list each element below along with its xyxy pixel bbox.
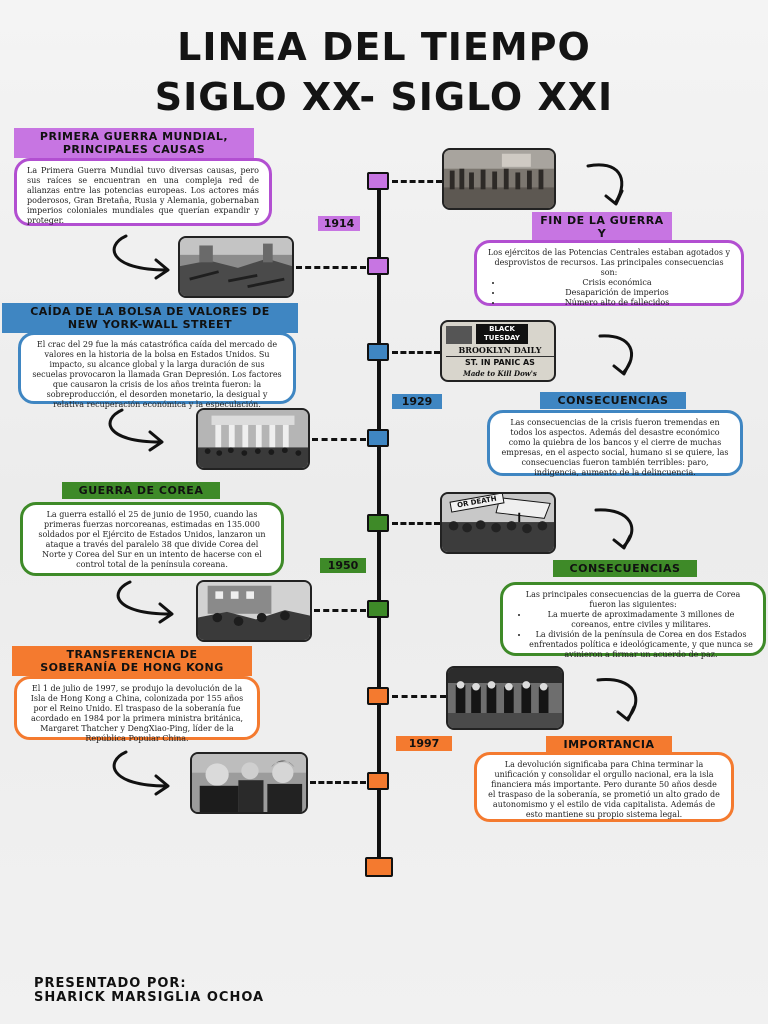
newspaper-rule xyxy=(446,356,554,357)
year-1929-label: 1929 xyxy=(392,394,442,409)
timeline-node-1914-bottom xyxy=(367,257,389,275)
connector-1997-bottom xyxy=(310,781,366,784)
event-1950-korea-text: La guerra estalló el 25 de junio de 1950… xyxy=(38,510,266,569)
arrow-1914-left xyxy=(104,232,174,280)
event-1950-korea-box: La guerra estalló el 25 de junio de 1950… xyxy=(20,502,284,576)
consequence-item: La muerte de aproximadamente 3 millones … xyxy=(529,610,753,630)
connector-1997-top xyxy=(392,695,446,698)
event-1914-causes-text: La Primera Guerra Mundial tuvo diversas … xyxy=(27,166,259,225)
event-1914-causes-title: PRIMERA GUERRA MUNDIAL, PRINCIPALES CAUS… xyxy=(14,128,254,158)
event-1950-consequences-box: Las principales consecuencias de la guer… xyxy=(500,582,766,659)
event-1997-hongkong-box: El 1 de julio de 1997, se produjo la dev… xyxy=(14,676,260,743)
event-1950-consequences-intro: Las principales consecuencias de la guer… xyxy=(525,590,741,609)
arrow-1997-left xyxy=(104,748,174,798)
event-1929-crash-text: El crac del 29 fue la más catastrófica c… xyxy=(32,340,282,409)
event-1997-hongkong-text: El 1 de julio de 1997, se produjo la dev… xyxy=(30,684,244,743)
year-1914-label: 1914 xyxy=(318,216,360,231)
timeline-node-1914-top xyxy=(367,172,389,190)
timeline-node-1950-bottom xyxy=(367,600,389,618)
photo-korean-soldiers xyxy=(196,580,312,642)
event-1997-importance-title: IMPORTANCIA xyxy=(546,736,672,753)
arrow-1950-right xyxy=(592,506,646,554)
connector-1914-top xyxy=(392,180,442,183)
year-1950-label: 1950 xyxy=(320,558,366,573)
timeline-node-1997-bottom xyxy=(367,772,389,790)
event-1929-crash-box: El crac del 29 fue la más catastrófica c… xyxy=(18,332,296,409)
arrow-1997-right xyxy=(594,674,648,726)
event-1929-consequences-text: Las consecuencias de la crisis fueron tr… xyxy=(501,418,729,477)
event-1929-crash-title: CAÍDA DE LA BOLSA DE VALORES DE NEW YORK… xyxy=(2,303,298,333)
timeline-end-node xyxy=(365,857,393,877)
event-1950-consequences-title: CONSECUENCIAS xyxy=(553,560,697,577)
photo-ceremony xyxy=(446,666,564,730)
consequence-item: Número alto de fallecidos xyxy=(503,298,731,308)
event-1997-hongkong-title: TRANSFERENCIA DE SOBERANÍA DE HONG KONG xyxy=(12,646,252,676)
photo-thatcher-deng xyxy=(190,752,308,814)
connector-1929-top xyxy=(392,351,440,354)
arrow-1914-right xyxy=(584,160,634,210)
consequence-item: Crisis económica xyxy=(503,278,731,288)
newspaper-banner: BLACK TUESDAY xyxy=(476,324,528,344)
timeline-node-1950-top xyxy=(367,514,389,532)
connector-1929-bottom xyxy=(312,438,366,441)
event-1914-consequences-box: Los ejércitos de las Potencias Centrales… xyxy=(474,240,744,308)
arrow-1950-left xyxy=(108,578,178,626)
newspaper-masthead: BROOKLYN DAILY xyxy=(458,345,542,355)
event-1929-consequences-title: CONSECUENCIAS xyxy=(540,392,686,409)
newspaper-headline: ST. IN PANIC AS xyxy=(465,358,535,367)
photo-korean-protest: OR DEATH xyxy=(440,492,556,554)
arrow-1929-left xyxy=(100,406,170,454)
event-1997-importance-text: La devolución significaba para China ter… xyxy=(488,760,720,819)
event-1914-causes-box: La Primera Guerra Mundial tuvo diversas … xyxy=(14,158,272,226)
footer-author-name: SHARICK MARSIGLIA OCHOA xyxy=(34,990,265,1005)
year-1997-label: 1997 xyxy=(396,736,452,751)
title-line-1: LINEA DEL TIEMPO xyxy=(177,25,591,69)
connector-1950-top xyxy=(392,522,440,525)
footer-presented-by: PRESENTADO POR: xyxy=(34,976,187,991)
consequence-item: Desaparición de imperios xyxy=(503,288,731,298)
event-1929-consequences-box: Las consecuencias de la crisis fueron tr… xyxy=(487,410,743,477)
connector-1950-bottom xyxy=(314,609,366,612)
timeline-node-1997-top xyxy=(367,687,389,705)
photo-wall-street-crowd xyxy=(196,408,310,470)
arrow-1929-right xyxy=(594,332,644,380)
consequence-item: La división de la península de Corea en … xyxy=(529,630,753,660)
event-1997-importance-box: La devolución significaba para China ter… xyxy=(474,752,734,822)
event-1950-korea-title: GUERRA DE COREA xyxy=(62,482,220,499)
photo-soldiers-marching xyxy=(442,148,556,210)
timeline-node-1929-bottom xyxy=(367,429,389,447)
timeline-node-1929-top xyxy=(367,343,389,361)
newspaper-subhead: Made to Kill Dow's xyxy=(463,369,537,378)
newspaper-banner-line1: BLACK xyxy=(489,325,515,333)
photo-black-tuesday-newspaper: BLACK TUESDAY BROOKLYN DAILY ST. IN PANI… xyxy=(440,320,556,382)
title-line-2: SIGLO XX- SIGLO XXI xyxy=(154,75,614,119)
newspaper-photo xyxy=(446,326,472,344)
photo-trench-ruins xyxy=(178,236,294,298)
newspaper-banner-line2: TUESDAY xyxy=(484,334,520,342)
connector-1914-bottom xyxy=(296,266,366,269)
event-1914-consequences-intro: Los ejércitos de las Potencias Centrales… xyxy=(487,248,731,277)
